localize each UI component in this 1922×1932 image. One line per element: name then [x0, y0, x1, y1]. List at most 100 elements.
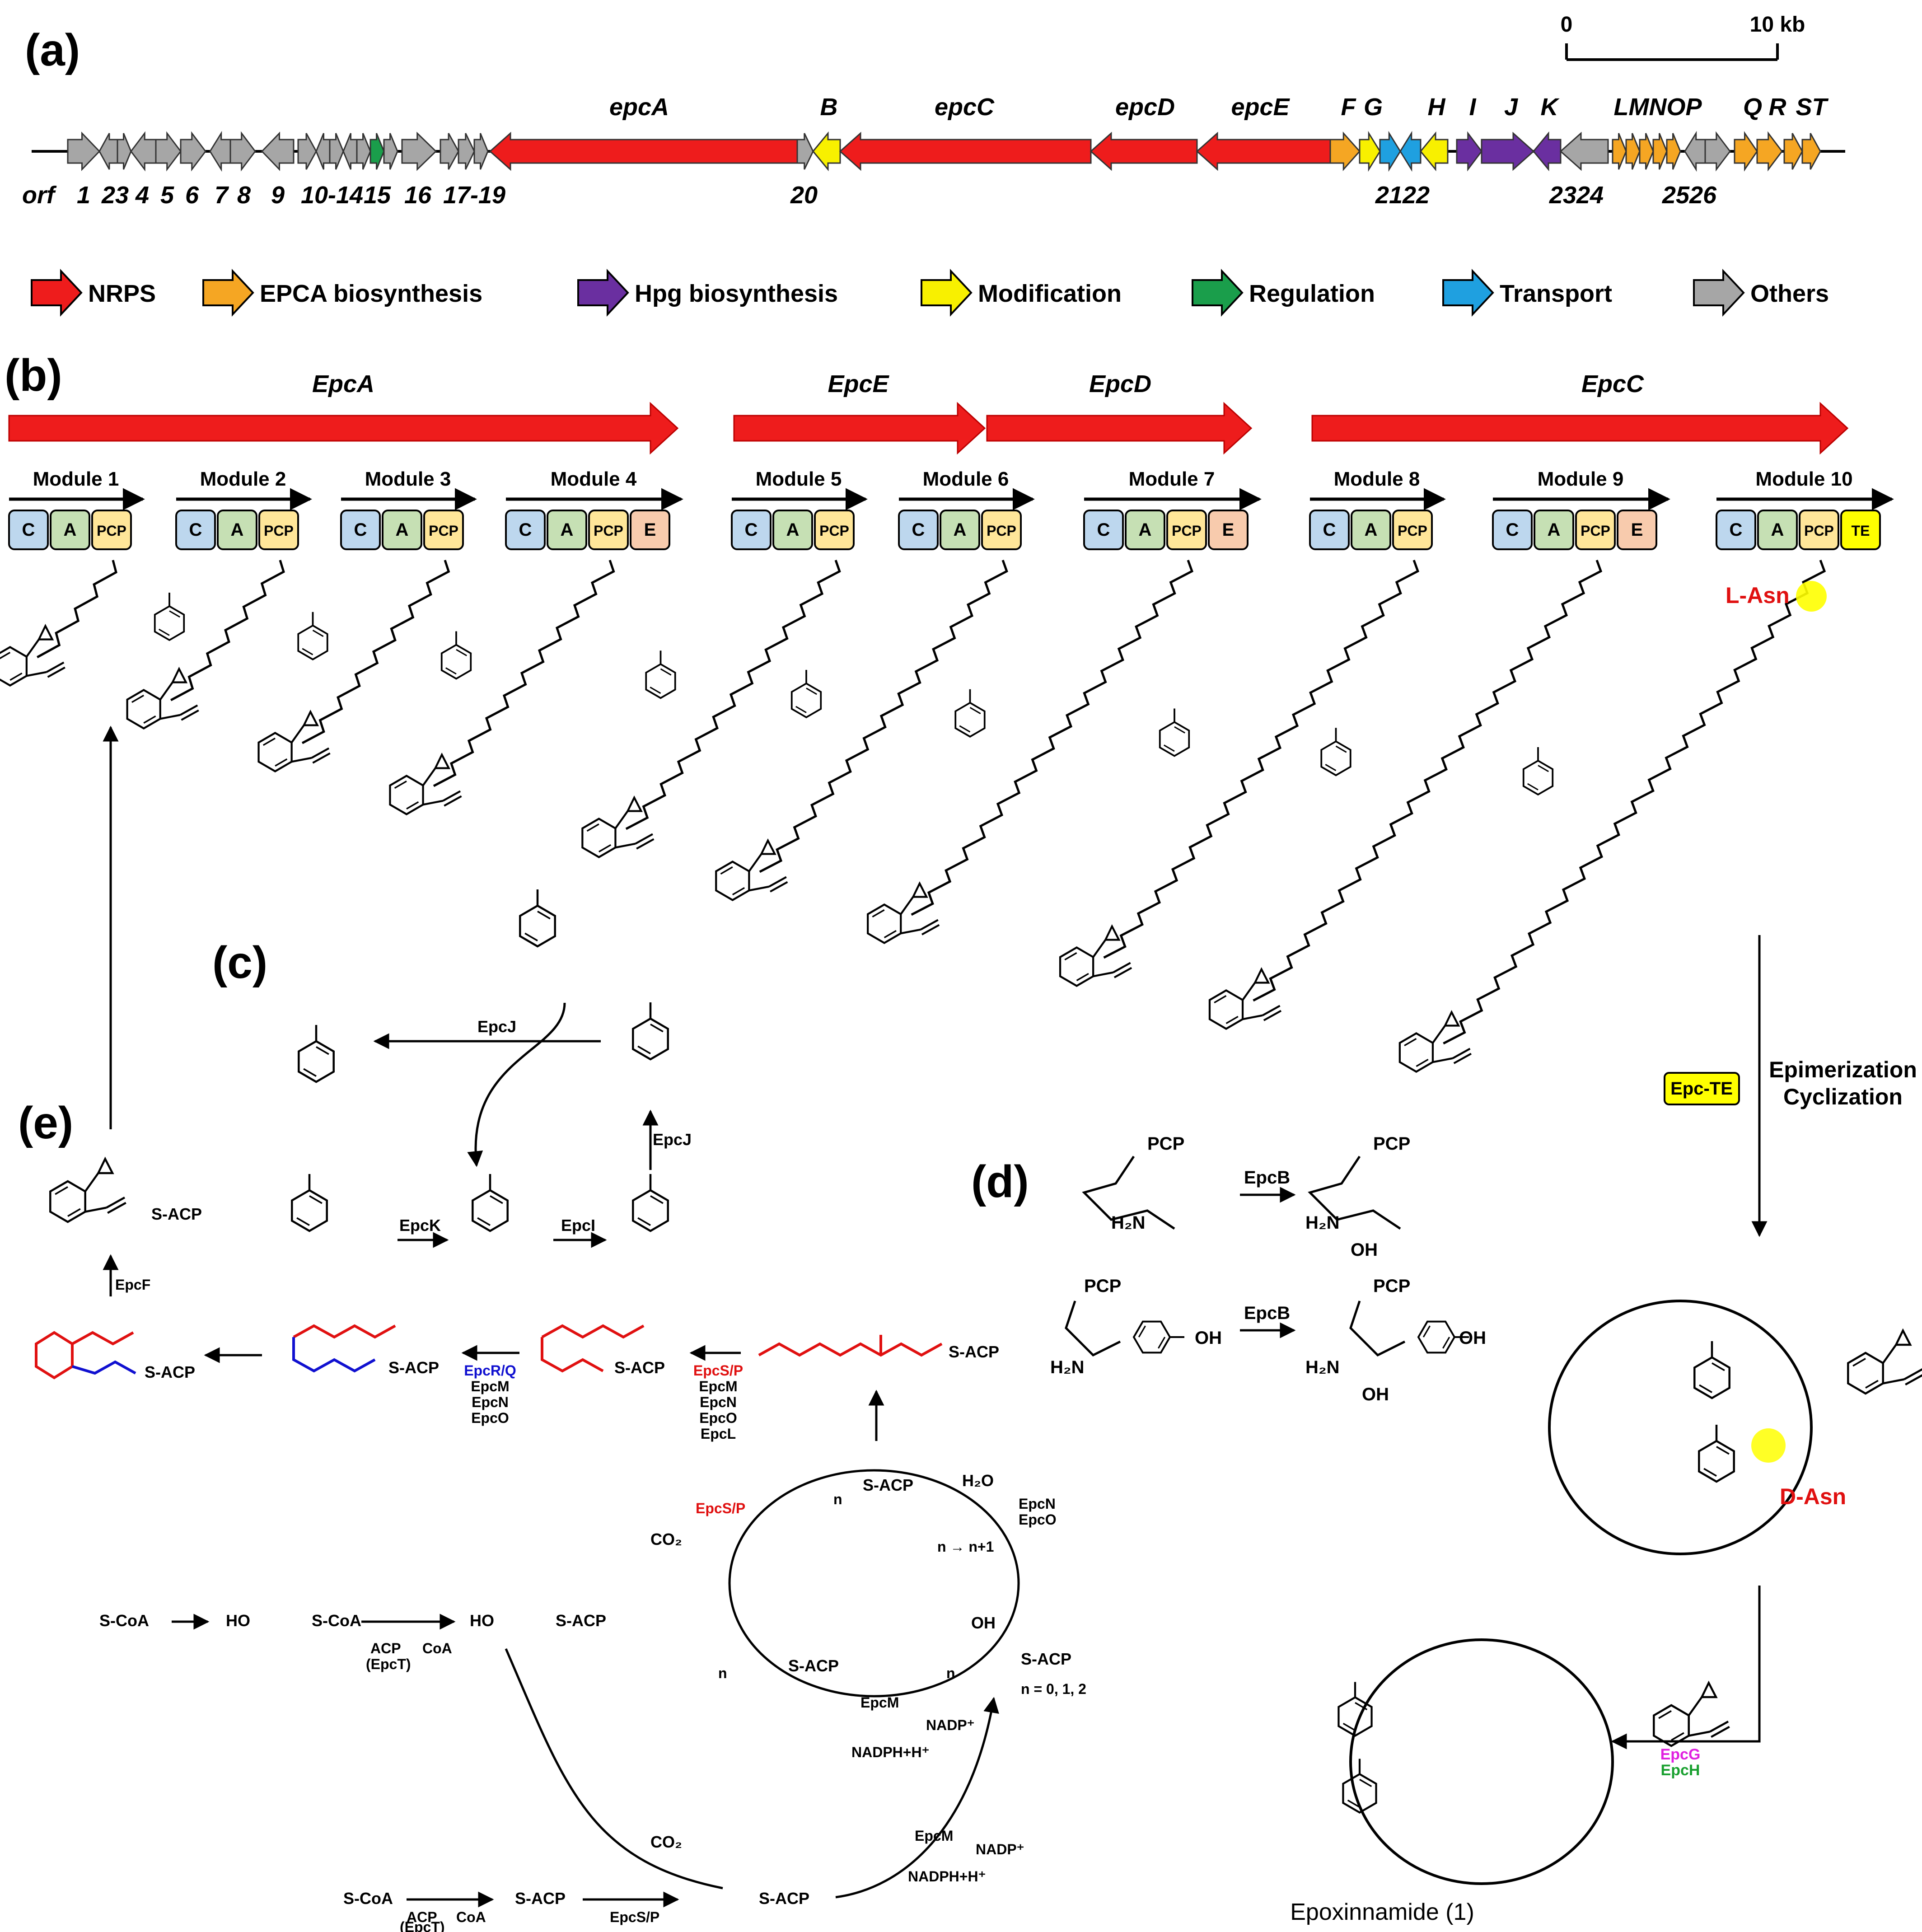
domain-label: C [189, 520, 202, 540]
domain-label: C [22, 520, 35, 540]
gene-label-Q: Q [1743, 94, 1762, 121]
domain-label: C [1323, 520, 1336, 540]
panel-label-c: (c) [212, 937, 267, 988]
te-step: Epc-TE Epimerization Cyclization [1664, 1057, 1917, 1109]
orf-label-15: 15 [364, 182, 391, 209]
gene-arrow [1734, 131, 1758, 172]
legend-label-epca: EPCA biosynthesis [260, 280, 482, 307]
domain-a [1757, 510, 1798, 550]
orf-label-20: 20 [790, 182, 818, 209]
domain-label: C [1730, 520, 1743, 540]
gene-arrow [1090, 131, 1198, 171]
legend-label-others: Others [1750, 280, 1829, 307]
s-acp-label-10: S-ACP [515, 1889, 566, 1908]
hpg-residue [645, 650, 676, 699]
epc-te-box [1664, 1072, 1740, 1105]
oh-label-e: OH [971, 1614, 996, 1632]
epimerization-label: Epimerization [1769, 1057, 1917, 1082]
n-increment-label: n → n+1 [937, 1539, 994, 1555]
domain-pcp [423, 510, 464, 550]
hpg-residue [790, 669, 822, 718]
domain-c [1716, 510, 1756, 550]
domain-label: E [1631, 520, 1643, 540]
hpg-residue [1522, 746, 1554, 795]
gene-arrow [1533, 131, 1562, 172]
peptide-chain [170, 560, 285, 702]
gene-arrow [489, 131, 798, 171]
peptide-chain [1443, 560, 1826, 1045]
oh-label-1: OH [1351, 1240, 1378, 1260]
legend-label-regulation: Regulation [1249, 280, 1375, 307]
s-coa-label-3: S-CoA [343, 1889, 393, 1908]
module-label: Module 6 [923, 468, 1009, 490]
peptide-chain [1103, 560, 1419, 959]
gene-arrow [1684, 131, 1706, 172]
epcrq-label: EpcR/Q [464, 1362, 516, 1379]
orf-label-2324: 2324 [1549, 182, 1604, 209]
gene-label-B: B [820, 94, 838, 121]
domain-pcp [1392, 510, 1433, 550]
s-acp-label-2: S-ACP [145, 1363, 195, 1381]
gene-arrow [297, 133, 317, 170]
domain-a [382, 510, 422, 550]
domain-te [1840, 510, 1881, 550]
module-label: Module 10 [1755, 468, 1852, 490]
gene-label-K: K [1541, 94, 1560, 121]
module-label: Module 7 [1129, 468, 1215, 490]
gene-arrow [261, 131, 295, 171]
orf-label-2122: 2122 [1375, 182, 1430, 209]
n-label-1: n [833, 1491, 842, 1507]
domain-label: PCP [429, 523, 458, 539]
gene-arrow [458, 133, 475, 170]
s-acp-label-9: S-ACP [556, 1611, 606, 1630]
gene-arrow [440, 133, 459, 170]
module-label: Module 8 [1334, 468, 1420, 490]
epct-label-2: (EpcT) [400, 1919, 445, 1932]
epco-label-1: EpcO [471, 1410, 509, 1426]
domain-a [940, 510, 980, 550]
gene-label-ST: ST [1796, 94, 1828, 121]
domain-label: A [954, 520, 967, 540]
s-acp-label-3: S-ACP [388, 1358, 439, 1377]
ho-label-2: HO [470, 1611, 494, 1630]
domain-c [1492, 510, 1533, 550]
gene-arrow [1329, 131, 1361, 171]
epci-label: EpcI [561, 1216, 595, 1235]
gene-arrow [329, 133, 344, 170]
hpg-residue [297, 611, 328, 660]
peptide-chain [911, 560, 1193, 916]
nrps-label-EpcE: EpcE [828, 370, 889, 398]
nadp-label-1: NADP⁺ [926, 1717, 975, 1733]
legend-swatch-transport [1442, 268, 1494, 317]
s-coa-label-2: S-CoA [312, 1611, 361, 1630]
panel-e-scheme: S-ACP EpcF S-ACP S-ACP EpcR/Q EpcM EpcN … [35, 1159, 1086, 1932]
orf-label: orf [22, 182, 57, 209]
product-name: Epoxinnamide (1) [1290, 1899, 1474, 1925]
domain-label: PCP [1172, 523, 1202, 539]
domain-label: C [912, 520, 925, 540]
module-label: Module 4 [551, 468, 637, 490]
orf-label-23: 23 [101, 182, 129, 209]
gene-label-F: F [1341, 94, 1357, 121]
legend-swatch-modification [921, 268, 973, 317]
gene-arrow [1420, 131, 1449, 172]
gene-arrow [1666, 133, 1681, 170]
gene-arrow [117, 133, 132, 170]
domain-c [505, 510, 546, 550]
panel-label-a: (a) [25, 25, 80, 75]
domain-pcp [91, 510, 132, 550]
pcp-label-1: PCP [1147, 1134, 1184, 1154]
epcj-label-2: EpcJ [653, 1130, 692, 1149]
epc-te-label: Epc-TE [1670, 1079, 1733, 1099]
domain-pcp [814, 510, 855, 550]
gene-arrow [839, 131, 1092, 171]
d-asn-highlight [1751, 1428, 1786, 1463]
gene-arrow [1783, 133, 1803, 170]
module-label: Module 9 [1538, 468, 1624, 490]
nadp-label-2: NADP⁺ [976, 1841, 1024, 1857]
domain-label: E [644, 520, 656, 540]
panel-label-e: (e) [18, 1098, 73, 1148]
gene-label-epcC: epcC [935, 94, 995, 121]
